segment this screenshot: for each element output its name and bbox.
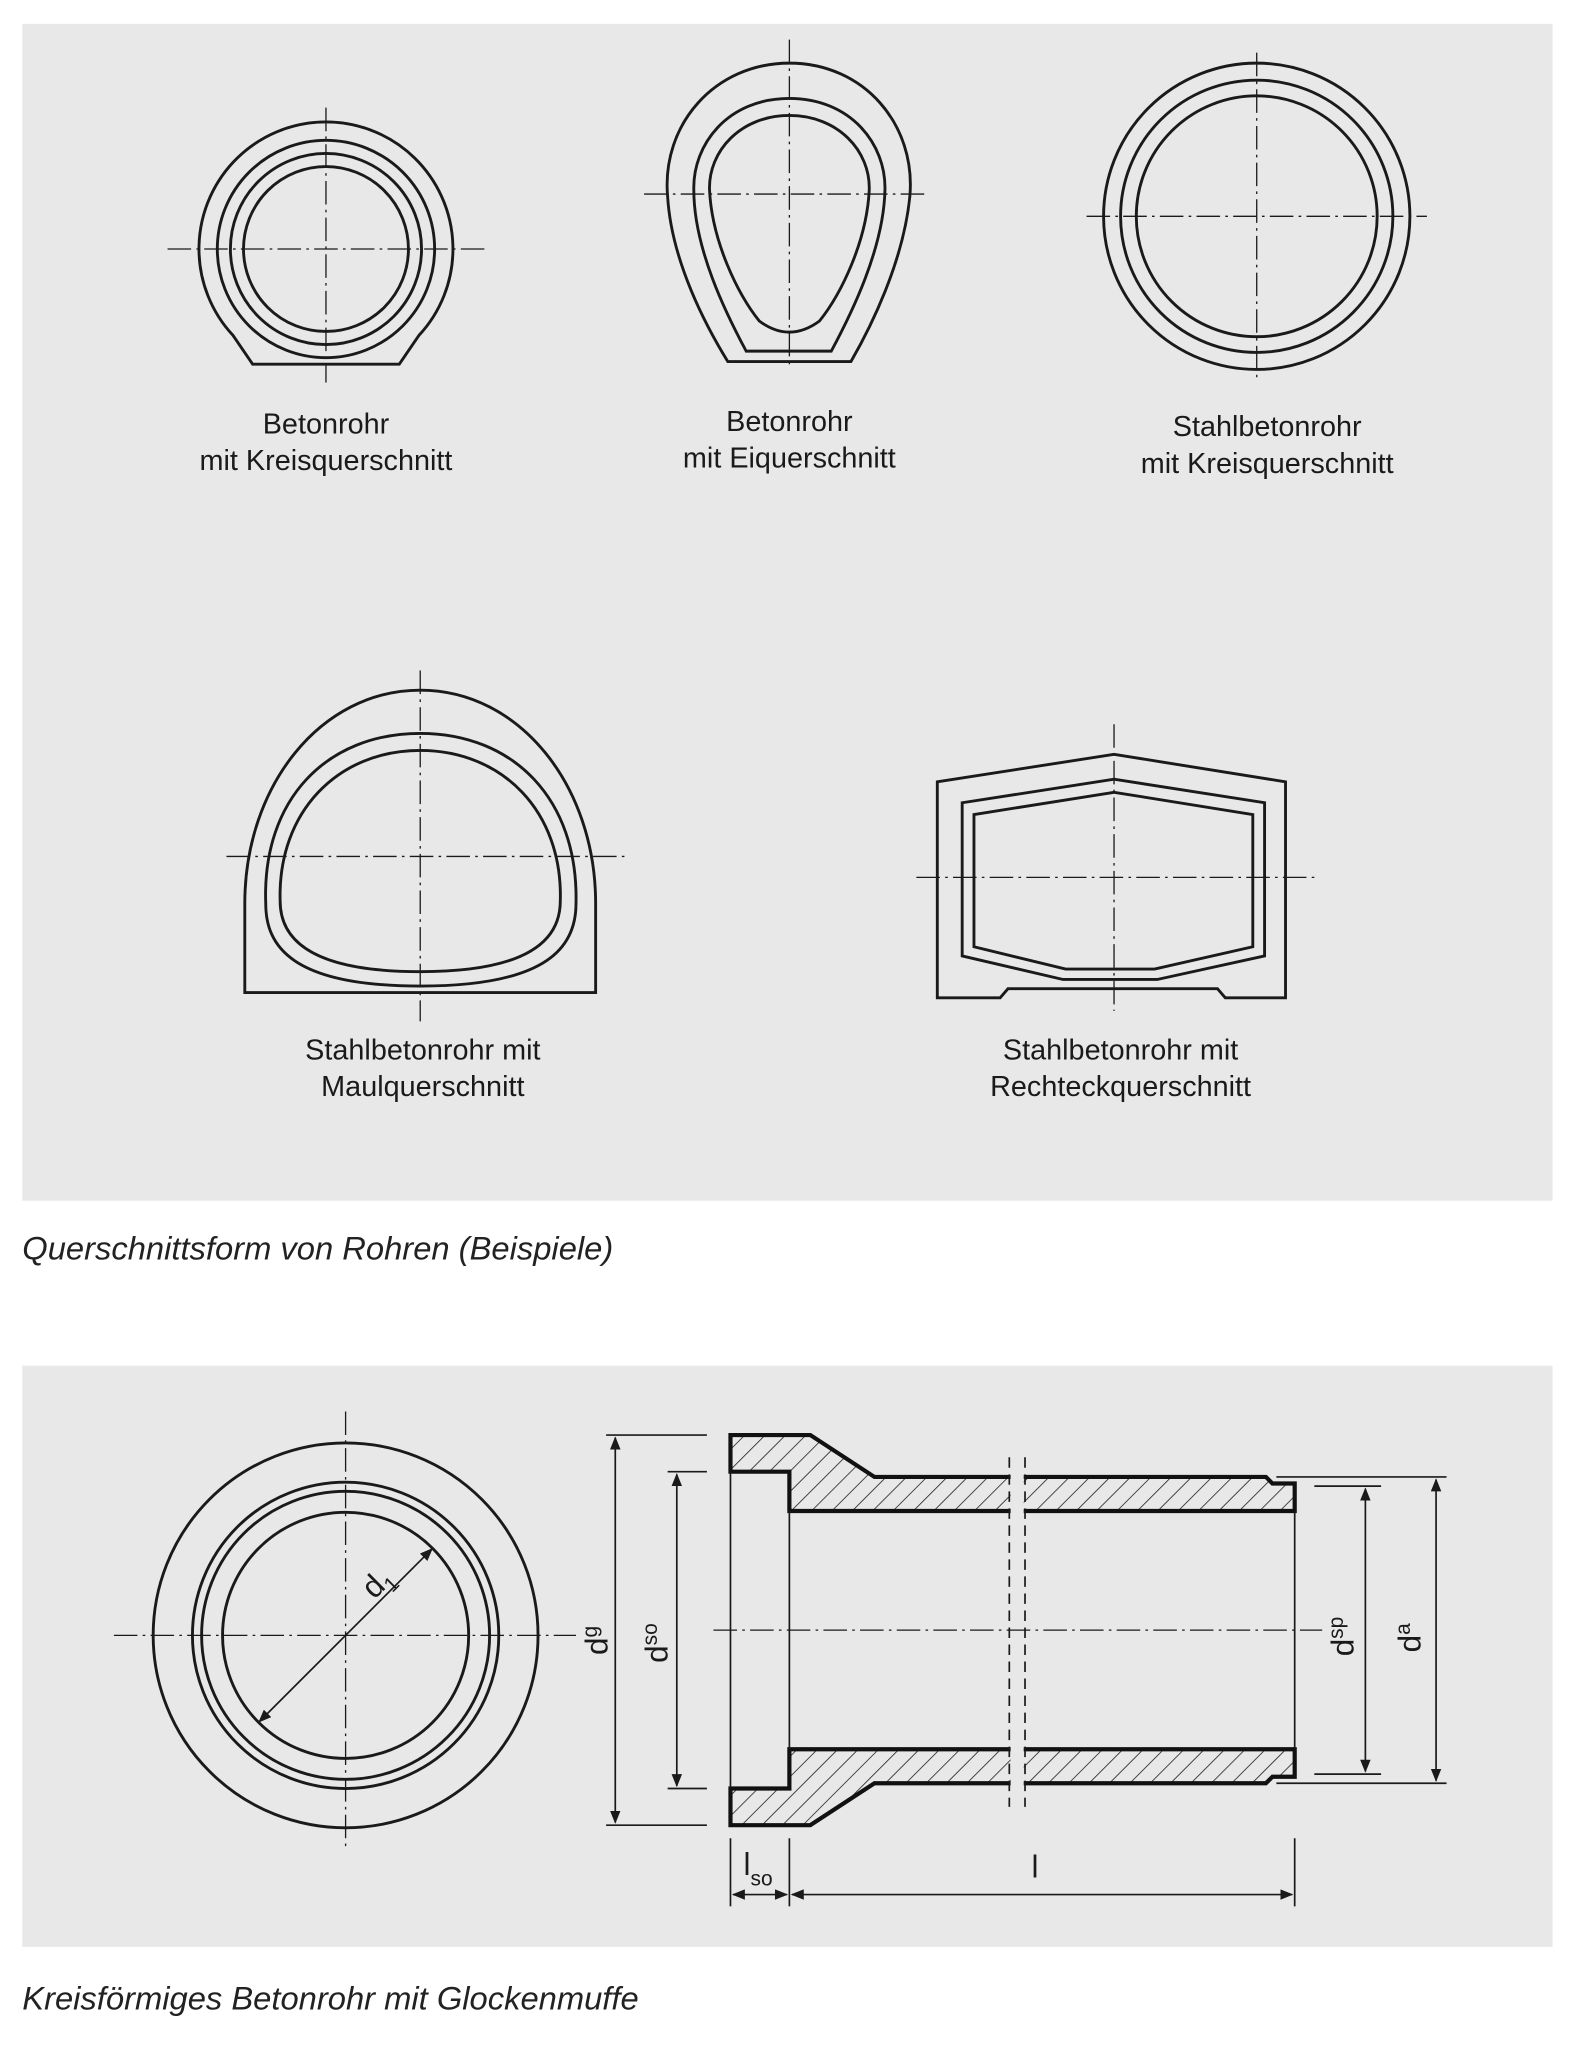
label-line2: mit Kreisquerschnitt — [1141, 448, 1394, 480]
l-label: l — [1032, 1850, 1039, 1885]
dg-label: dg — [579, 1626, 614, 1655]
dsp-label: dsp — [1325, 1617, 1360, 1657]
label-line1: Stahlbetonrohr — [1173, 411, 1362, 443]
figure2-caption: Kreisförmiges Betonrohr mit Glockenmuffe — [22, 1980, 638, 2017]
reinforced-pipe-rectangular: Stahlbetonrohr mit Rechteckquerschnitt — [916, 724, 1316, 1103]
label-line1: Stahlbetonrohr mit — [305, 1034, 540, 1066]
d1-dimension-arrow — [258, 1548, 433, 1723]
label-line2: mit Kreisquerschnitt — [200, 445, 453, 477]
label-line2: mit Eiquerschnitt — [683, 443, 896, 475]
dso-label: dso — [639, 1623, 674, 1663]
pipe-side-section: dg dso dsp da lso l — [579, 1432, 1447, 1907]
da-label: da — [1392, 1623, 1427, 1652]
label-line2: Rechteckquerschnitt — [990, 1071, 1251, 1103]
label-line1: Stahlbetonrohr mit — [1003, 1034, 1238, 1066]
reinforced-pipe-circular: Stahlbetonrohr mit Kreisquerschnitt — [1086, 52, 1427, 480]
label-line1: Betonrohr — [263, 409, 390, 441]
lso-label: lso — [744, 1847, 773, 1890]
pipe-end-view: d1 — [113, 1411, 576, 1849]
label-line1: Betonrohr — [726, 406, 853, 438]
label-line2: Maulquerschnitt — [321, 1071, 524, 1103]
pipe-wall-top — [728, 1432, 1297, 1514]
figure1-caption: Querschnittsform von Rohren (Beispiele) — [22, 1230, 613, 1267]
concrete-pipe-egg: Betonrohr mit Eiquerschnitt — [644, 39, 927, 475]
cross-sections-panel — [22, 23, 1553, 1201]
concrete-pipe-circular: Betonrohr mit Kreisquerschnitt — [167, 107, 485, 477]
pipe-wall-bottom — [728, 1747, 1297, 1828]
reinforced-pipe-mouth: Stahlbetonrohr mit Maulquerschnitt — [226, 670, 625, 1103]
